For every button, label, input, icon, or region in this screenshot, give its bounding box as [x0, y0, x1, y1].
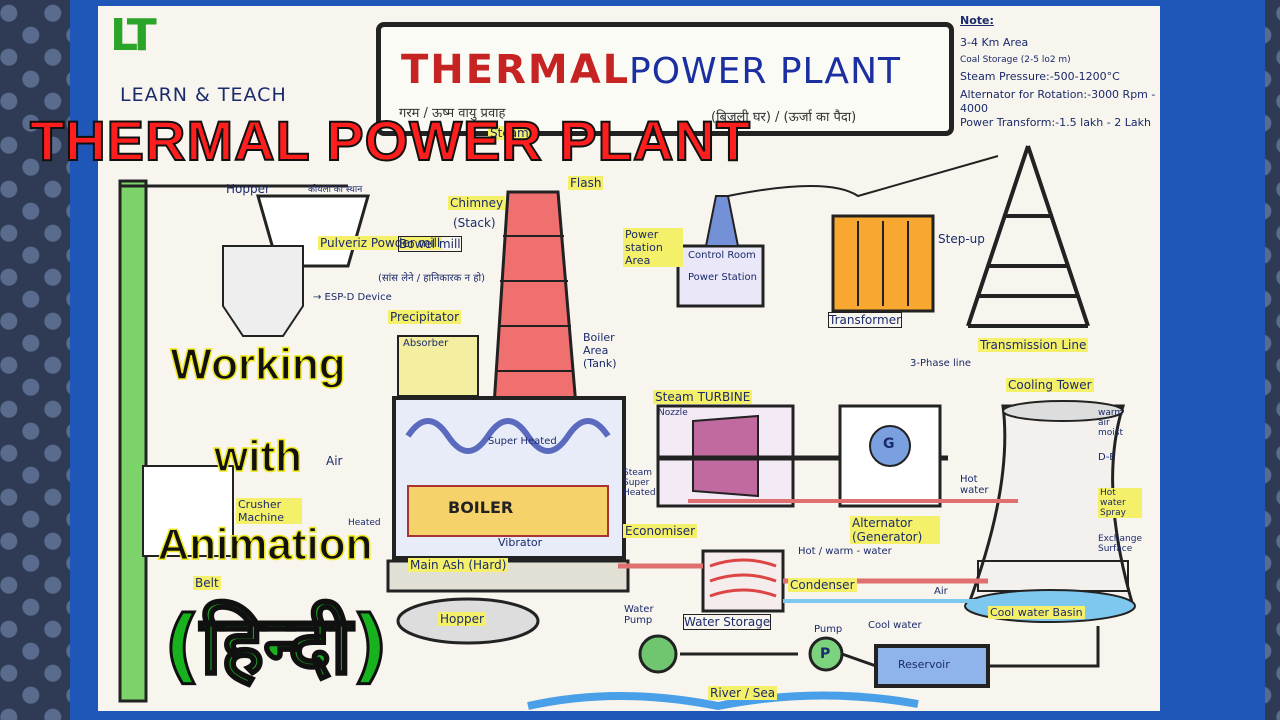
label-condenser: Condenser: [788, 578, 857, 592]
label-pump-symbol: P: [820, 646, 831, 662]
crusher-shape: [142, 465, 234, 557]
label-bowl-mill: Bowel mill: [398, 236, 462, 252]
label-hopper: Hopper: [226, 182, 270, 196]
label-warm-air: warm air moist: [1098, 408, 1124, 438]
label-pulverizer: Pulveriz Powder mill: [318, 236, 443, 250]
label-pump: Pump: [814, 624, 843, 635]
label-cooling-tower: Cooling Tower: [1006, 378, 1094, 392]
label-steam-turbine: Steam TURBINE: [653, 390, 753, 404]
logo-text: LT: [110, 10, 157, 61]
label-transformer: Transformer: [828, 312, 903, 328]
label-economiser: Economiser: [623, 524, 698, 538]
note-item: Coal Storage (2-5 lo2 m): [960, 55, 1071, 65]
title-thermal: THERMAL: [401, 47, 631, 93]
label-flash: Flash: [568, 176, 604, 190]
label-exchange-surface: Exchange Surface: [1098, 534, 1142, 554]
label-bowl-note: (सांस लेने / हानिकारक न हो): [378, 273, 486, 284]
water-pump-shape: [638, 634, 678, 674]
label-absorber: Absorber: [403, 338, 449, 349]
label-hot-water-spray: Hot water Spray: [1098, 488, 1142, 518]
label-step-up: Step-up: [938, 232, 985, 246]
label-hopper-note: कोयला का स्थान: [308, 185, 363, 195]
lt-logo: LT: [110, 10, 157, 61]
label-power-station: Power Station: [688, 272, 757, 283]
label-heated: Heated: [348, 518, 381, 528]
note-item: Power Transform:-1.5 lakh - 2 Lakh: [960, 116, 1151, 129]
title-power-plant: POWER PLANT: [629, 51, 901, 92]
chimney-shape: [492, 190, 578, 408]
label-three-phase: 3-Phase line: [910, 358, 972, 369]
label-cool-water: Cool water: [868, 620, 922, 631]
label-generator-symbol: G: [883, 436, 895, 452]
label-alternator: Alternator (Generator): [850, 516, 940, 544]
label-air: Air: [326, 454, 343, 468]
label-air-2: Air: [934, 586, 948, 597]
label-super-heated: Super Heated: [488, 436, 557, 447]
label-vibrator: Vibrator: [498, 536, 543, 549]
title-subtitle-left: गरम / ऊष्म वायु प्रवाह: [399, 106, 506, 121]
label-cool-water-basin: Cool water Basin: [988, 606, 1085, 619]
overlay-hindi: (हिन्दी): [162, 598, 389, 694]
label-crusher: Crusher Machine: [236, 498, 302, 524]
notes-heading: Note:: [960, 14, 994, 27]
pulverizer-shape: [222, 245, 304, 337]
label-de: D-E: [1098, 452, 1116, 463]
label-boiler-area: Boiler Area (Tank): [583, 331, 617, 370]
river-wave: [527, 691, 919, 711]
label-hot-water: Hot water: [960, 474, 989, 496]
note-item: Alternator for Rotation:-3000 Rpm - 4000: [960, 88, 1156, 115]
poster-paper: LT LEARN & TEACH THERMAL POWER PLANT गरम…: [98, 6, 1160, 711]
reservoir-shape: [874, 644, 990, 688]
label-hopper-2: Hopper: [438, 612, 486, 626]
label-esp: → ESP-D Device: [313, 292, 392, 303]
label-power-station-area: Power station Area: [623, 228, 683, 267]
label-river-sea: River / Sea: [708, 686, 778, 700]
title-box: THERMAL POWER PLANT गरम / ऊष्म वायु प्रव…: [376, 22, 954, 136]
overlay-main-title: THERMAL POWER PLANT: [29, 108, 752, 173]
title-subtitle-right: (बिजली घर) / (ऊर्जा का पैदा): [711, 110, 857, 125]
diagram-drawing: [118, 145, 1136, 711]
control-room-box: [676, 244, 765, 308]
label-belt: Belt: [193, 576, 221, 590]
note-item: 3-4 Km Area: [960, 36, 1029, 49]
overlay-working: Working: [170, 339, 347, 390]
label-main-ash: Main Ash (Hard): [408, 558, 509, 572]
label-water-pump: Water Pump: [624, 604, 654, 626]
brand-text: LEARN & TEACH: [120, 84, 287, 106]
label-nozzle: Nozzle: [658, 408, 688, 418]
overlay-with: with: [213, 431, 302, 482]
label-steam-super-heated: Steam Super Heated: [623, 468, 656, 498]
label-boiler: BOILER: [448, 498, 514, 517]
conveyor-pipe: [118, 179, 148, 703]
overlay-animation: Animation: [157, 519, 374, 570]
label-chimney-stack: (Stack): [453, 216, 496, 230]
note-item: Steam Pressure:-500-1200°C: [960, 70, 1120, 83]
label-control-room: Control Room: [688, 250, 756, 261]
label-chimney: Chimney: [448, 196, 506, 210]
label-water-storage: Water Storage: [683, 614, 772, 630]
label-hot-warm-water: Hot / warm - water: [798, 546, 892, 557]
label-transmission-line: Transmission Line: [978, 338, 1089, 352]
transmission-tower: [966, 145, 1090, 328]
label-precipitator: Precipitator: [388, 310, 461, 324]
label-reservoir: Reservoir: [898, 658, 950, 671]
label-steam: Steam: [488, 126, 531, 140]
notes-panel: Note: 3-4 Km Area Coal Storage (2-5 lo2 …: [960, 10, 1156, 130]
